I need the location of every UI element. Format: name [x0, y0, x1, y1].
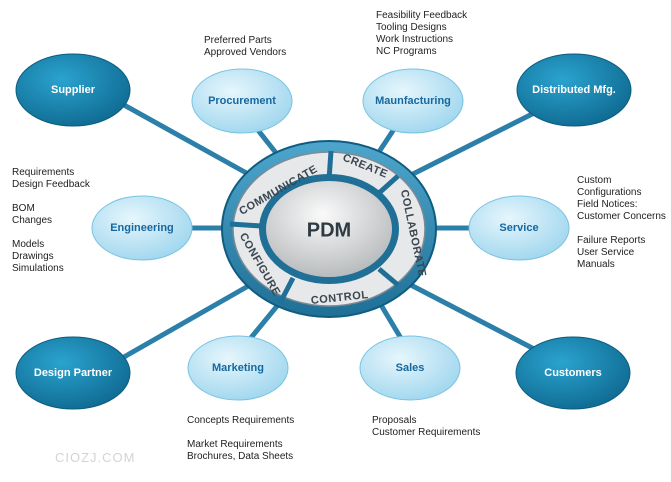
node-supplier-shape [15, 53, 131, 127]
node-supplier-label: Supplier [51, 84, 96, 96]
note-manufacturing: Feasibility Feedback Tooling Designs Wor… [376, 10, 468, 57]
node-customers-label: Customers [544, 367, 601, 379]
node-engineering: Engineering [91, 195, 193, 261]
node-distributed: Distributed Mfg. [516, 53, 632, 127]
divider-2 [377, 174, 400, 195]
node-design-partner: Design Partner [15, 336, 131, 410]
note-marketing: Concepts Requirements Market Requirement… [187, 415, 295, 462]
node-marketing-shape [187, 335, 289, 401]
center-label: PDM [307, 219, 351, 241]
note-service: Custom Configurations Field Notices: Cus… [577, 175, 666, 270]
node-distributed-shape [516, 53, 632, 127]
node-customers: Customers [515, 336, 631, 410]
node-engineering-label: Engineering [110, 222, 174, 234]
node-engineering-shape [91, 195, 193, 261]
center-hub [266, 181, 392, 277]
spoke-supplier [112, 97, 253, 178]
watermark: CIOZJ.COM [55, 450, 136, 465]
node-service-shape [468, 195, 570, 261]
node-procurement: Procurement [191, 68, 293, 134]
spoke-design-partner [107, 282, 253, 368]
node-sales-shape [359, 335, 461, 401]
node-procurement-shape [191, 68, 293, 134]
node-design-partner-label: Design Partner [34, 367, 113, 379]
divider-4 [277, 276, 296, 305]
node-procurement-label: Procurement [208, 95, 276, 107]
note-procurement: Preferred Parts Approved Vendors [204, 35, 287, 58]
divider-5 [229, 221, 262, 229]
note-engineering: Requirements Design Feedback BOM Changes… [12, 167, 90, 274]
node-sales: Sales [359, 335, 461, 401]
node-distributed-label: Distributed Mfg. [532, 84, 616, 96]
divider-3 [377, 267, 400, 287]
node-customers-shape [515, 336, 631, 410]
node-marketing: Marketing [187, 335, 289, 401]
node-manufacturing-shape [362, 68, 464, 134]
node-service-label: Service [499, 222, 538, 234]
node-design-partner-shape [15, 336, 131, 410]
node-manufacturing: Maunfacturing [362, 68, 464, 134]
node-manufacturing-label: Maunfacturing [375, 95, 451, 107]
note-sales: Proposals Customer Requirements [372, 415, 481, 438]
node-sales-label: Sales [396, 362, 425, 374]
node-supplier: Supplier [15, 53, 131, 127]
node-marketing-label: Marketing [212, 362, 264, 374]
node-service: Service [468, 195, 570, 261]
